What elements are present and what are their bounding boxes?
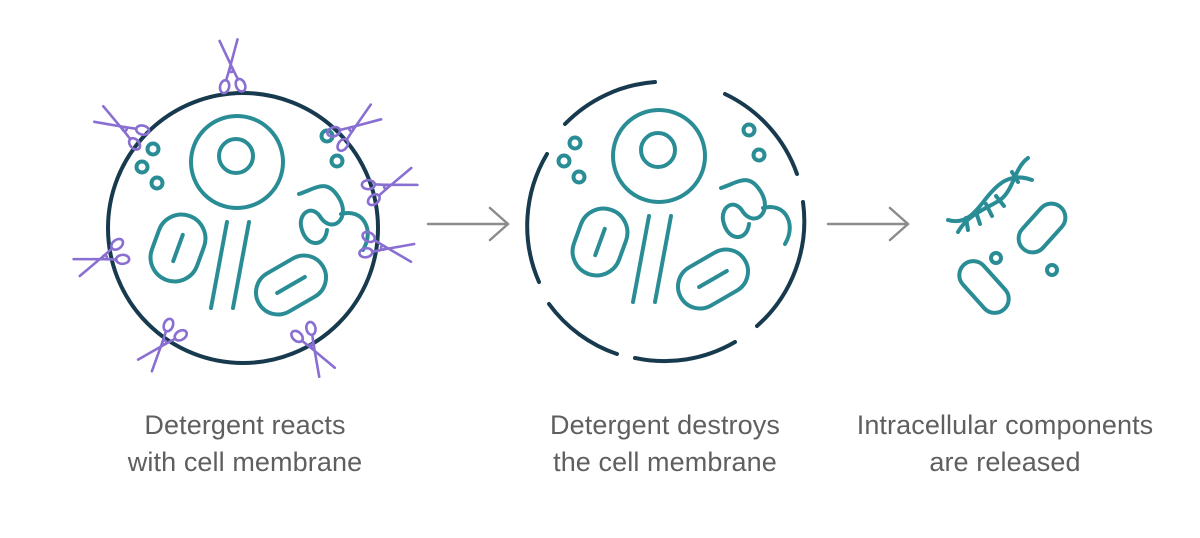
mitochondrion-icon <box>1016 201 1068 255</box>
vesicle-icon <box>989 251 1003 265</box>
scissors-icon <box>213 37 249 97</box>
mitochondrion-icon <box>957 259 1011 315</box>
step-3-caption-line-2: are released <box>929 447 1081 477</box>
broken-cell-membrane <box>525 80 807 364</box>
step-1-caption-line-1: Detergent reacts <box>144 410 346 440</box>
step-3-caption: Intracellular components are released <box>825 407 1185 481</box>
arrow-right-icon <box>826 206 910 242</box>
broken-membrane-cell-icon <box>525 80 807 364</box>
step-2-caption-line-2: the cell membrane <box>553 447 777 477</box>
step-2-caption: Detergent destroys the cell membrane <box>515 407 815 481</box>
dna-helix-icon <box>946 156 1034 234</box>
scissors-icon <box>322 98 386 156</box>
cell-organelles <box>134 114 370 325</box>
cell-with-scissors-icon <box>70 37 421 381</box>
step-2-caption-line-1: Detergent destroys <box>550 410 780 440</box>
step-1-caption: Detergent reacts with cell membrane <box>95 407 395 481</box>
scissors-icon <box>132 313 192 376</box>
scissors-icon <box>357 161 421 210</box>
scissors-icon <box>90 100 154 155</box>
scissors-icon <box>70 234 134 283</box>
vesicle-icon <box>1045 263 1059 277</box>
cell-membrane <box>106 91 380 365</box>
step-1-caption-line-2: with cell membrane <box>127 447 363 477</box>
step-3-caption-line-1: Intracellular components <box>856 410 1154 440</box>
released-components-icon <box>946 156 1068 315</box>
cell-organelles <box>556 108 792 319</box>
arrow-right-icon <box>426 206 510 242</box>
